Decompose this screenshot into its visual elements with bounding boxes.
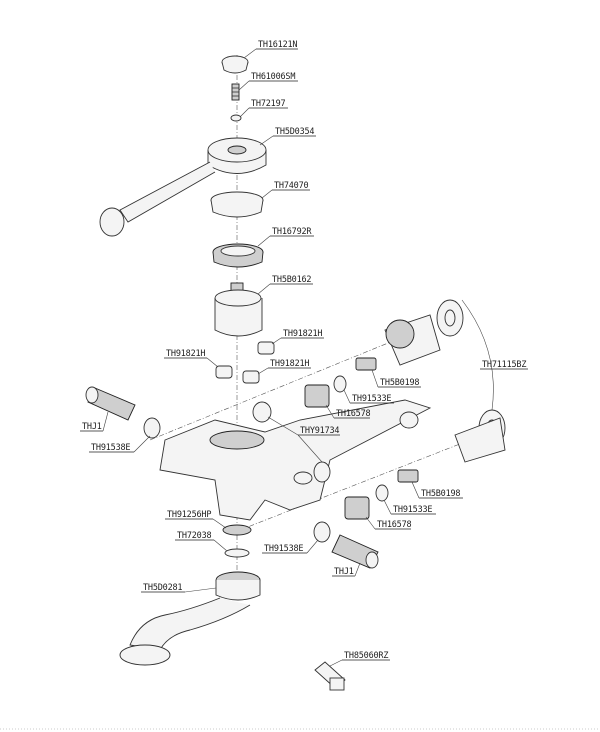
spout-washer-part [224, 548, 250, 558]
svg-text:TH16121N: TH16121N [258, 40, 297, 50]
svg-text:TH16578: TH16578 [336, 409, 371, 419]
label-th91821h-b: TH91821H [164, 349, 219, 368]
seal-ring-b [313, 521, 331, 543]
label-th91256hp: TH91256HP [165, 510, 227, 529]
label-th91538e-b: TH91538E [262, 539, 319, 554]
svg-text:TH91538E: TH91538E [264, 544, 303, 554]
label-th5d0281: TH5D0281 [141, 583, 217, 593]
svg-text:TH91821H: TH91821H [270, 359, 309, 369]
spout-seal-part [222, 524, 252, 536]
label-th72038: TH72038 [175, 531, 228, 552]
label-th91821h-a: TH91821H [271, 329, 324, 345]
oring-part-a [333, 375, 347, 393]
svg-text:TH91821H: TH91821H [283, 329, 322, 339]
nut-parts [304, 384, 370, 520]
svg-text:TH91533E: TH91533E [352, 394, 391, 404]
screw-part [231, 83, 240, 101]
flange-parts [436, 299, 506, 463]
label-th16792r: TH16792R [257, 227, 314, 247]
label-th91821h-c: TH91821H [257, 359, 311, 375]
label-th91538e-a: TH91538E [89, 435, 151, 453]
svg-text:THY91734: THY91734 [300, 426, 339, 436]
svg-text:TH5B0198: TH5B0198 [421, 489, 460, 499]
label-th61006sm: TH61006SM [238, 72, 298, 91]
ring-part [210, 191, 264, 218]
label-thy91734: THY91734 [267, 416, 340, 463]
cartridge-part [214, 282, 263, 337]
svg-text:TH72197: TH72197 [251, 99, 286, 109]
label-th5b0198-a: TH5B0198 [371, 369, 421, 388]
valve-stem-parts [355, 357, 419, 483]
svg-text:TH74070: TH74070 [274, 181, 309, 191]
label-th5d0354: TH5D0354 [259, 127, 316, 146]
oring-part-c [252, 401, 272, 423]
label-th74070: TH74070 [261, 181, 310, 199]
svg-text:THJ1: THJ1 [334, 567, 354, 577]
label-th91533e-a: TH91533E [343, 389, 394, 404]
svg-text:TH61006SM: TH61006SM [251, 72, 295, 82]
inlet-axis-upper [149, 329, 421, 441]
label-th16578-a: TH16578 [325, 404, 371, 419]
svg-text:TH5D0281: TH5D0281 [143, 583, 182, 593]
seal-parts [215, 341, 275, 384]
svg-text:THJ1: THJ1 [82, 422, 102, 432]
threaded-ring-part [212, 243, 264, 268]
oring-part-d [313, 461, 331, 483]
label-th85060rz: TH85060RZ [329, 651, 390, 667]
label-thj1-b: THJ1 [332, 562, 361, 577]
handle-part [99, 137, 267, 237]
svg-text:TH72038: TH72038 [177, 531, 212, 541]
svg-text:TH91538E: TH91538E [91, 443, 130, 453]
inlet-axis-lower [239, 439, 471, 531]
svg-text:TH5B0198: TH5B0198 [380, 378, 419, 388]
label-th91533e-b: TH91533E [383, 499, 436, 515]
svg-text:TH91533E: TH91533E [393, 505, 432, 515]
svg-text:TH71115BZ: TH71115BZ [482, 360, 526, 370]
washer-part [230, 114, 242, 122]
label-th5b0198-b: TH5B0198 [411, 481, 463, 499]
svg-text:TH91256HP: TH91256HP [167, 510, 211, 520]
svg-text:TH5D0354: TH5D0354 [275, 127, 314, 137]
label-th72197: TH72197 [239, 99, 288, 118]
spout-part [119, 571, 261, 666]
cap-part [221, 55, 249, 74]
key-part [314, 661, 346, 691]
svg-text:TH16792R: TH16792R [272, 227, 312, 237]
filter-parts [85, 386, 379, 569]
svg-text:TH91821H: TH91821H [166, 349, 205, 359]
svg-text:TH5B0162: TH5B0162 [272, 275, 311, 285]
mixer-body-part [159, 314, 441, 521]
label-th16578-b: TH16578 [365, 516, 412, 530]
seal-ring-a [143, 417, 161, 439]
label-thj1-a: THJ1 [80, 411, 109, 432]
oring-part-b [375, 484, 389, 502]
svg-text:TH85060RZ: TH85060RZ [344, 651, 388, 661]
label-th16121n: TH16121N [243, 40, 298, 59]
label-th5b0162: TH5B0162 [257, 275, 313, 295]
label-th71115bz: TH71115BZ [480, 360, 528, 370]
svg-text:TH16578: TH16578 [377, 520, 412, 530]
